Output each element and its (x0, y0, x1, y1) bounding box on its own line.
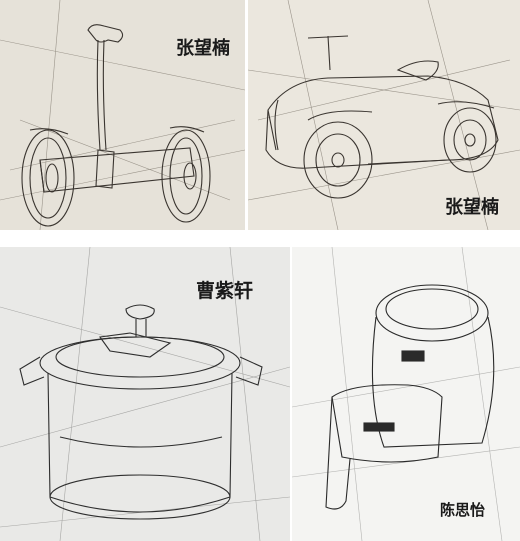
sketch-panel-pressure-cooker: 曹紫轩 (0, 247, 290, 541)
artist-label: 曹紫轩 (196, 280, 254, 302)
artist-label: 陈思怡 (440, 501, 486, 519)
artist-label: 张望楠 (445, 197, 499, 218)
sketch-panel-scooter: 张望楠 (0, 0, 245, 230)
pressure-cooker-sketch-icon (0, 247, 290, 541)
scooter-sketch-icon (0, 0, 245, 230)
air-fryer-sketch-icon (292, 247, 520, 541)
sketch-panel-air-fryer: 陈思怡 (292, 247, 520, 541)
toy-car-sketch-icon (248, 0, 520, 230)
artist-label: 张望楠 (176, 38, 230, 59)
sketch-panel-toy-car: 张望楠 (248, 0, 520, 230)
